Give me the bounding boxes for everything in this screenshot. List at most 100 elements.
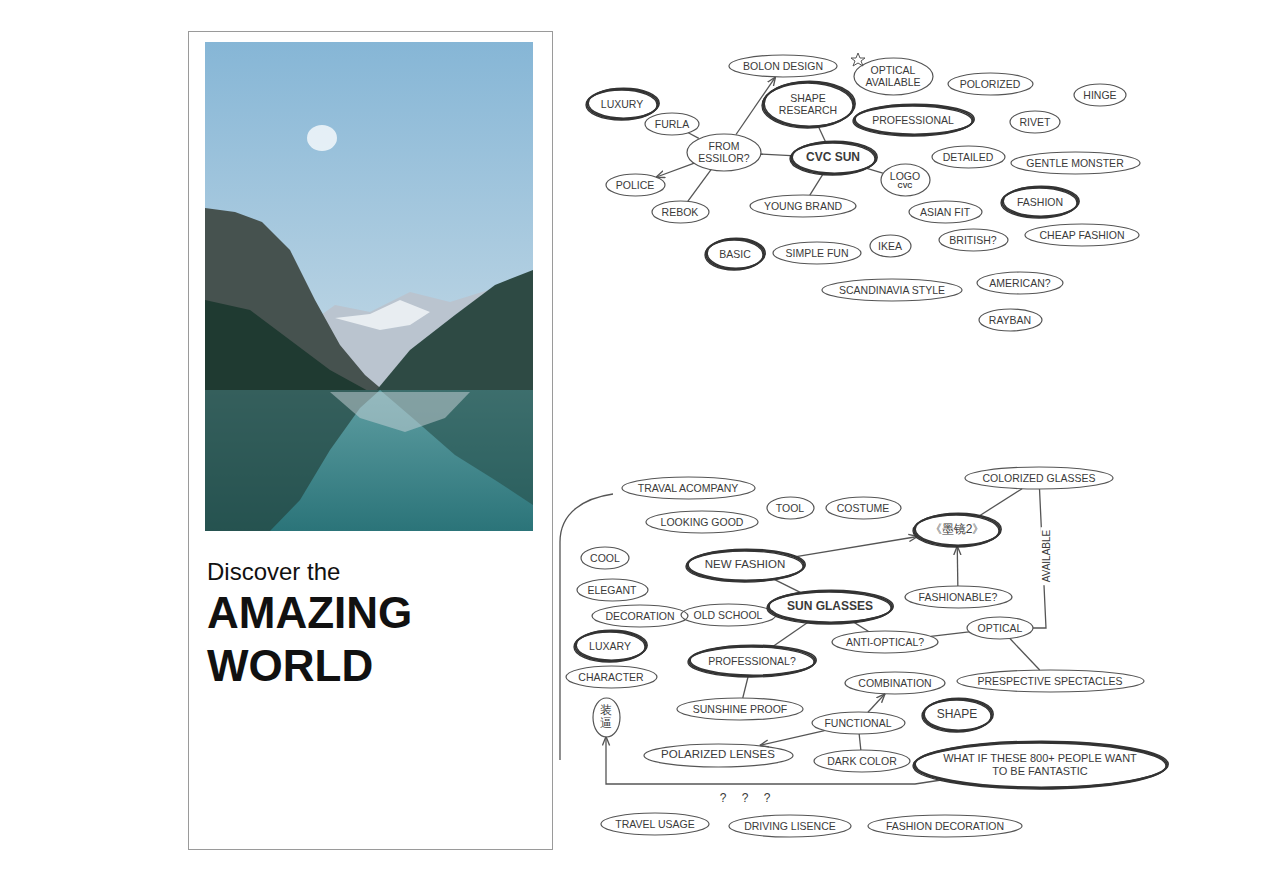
bubble-text: BRITISH?	[949, 234, 996, 246]
bubble-text: LOGO	[890, 170, 920, 182]
bubble-outline-stroke	[687, 134, 761, 171]
mind-map-bubble: ELEGANT	[574, 576, 651, 604]
connector	[606, 737, 943, 785]
bubble-text: RIVET	[1020, 116, 1051, 128]
connector	[868, 694, 885, 712]
bubble-outline-stroke	[645, 113, 699, 135]
bubble-text: COOL	[590, 552, 620, 564]
bubble-outline-stroke	[977, 272, 1063, 294]
bubble-outline-stroke	[909, 201, 982, 223]
poster-heading: Discover the	[207, 556, 552, 587]
bubble-outline-stroke	[577, 579, 648, 601]
bubble-text: BASIC	[719, 248, 751, 260]
bubble-outline-stroke	[913, 515, 999, 547]
bubble-outline-stroke	[922, 700, 991, 732]
bubble-text: PROFESSIONAL	[872, 114, 954, 126]
bubble-text: POLARIZED LENSES	[661, 748, 775, 761]
mind-map-bubble: IKEA	[867, 232, 914, 260]
bubble-outline-stroke	[854, 58, 933, 95]
connector	[818, 126, 826, 142]
mind-map-bubble: CHARACTER	[563, 663, 660, 691]
bubble-text: GENTLE MONSTER	[1026, 157, 1123, 169]
mind-map-bubble: WHAT IF THESE 800+ PEOPLE WANT TO BE FAN…	[911, 739, 1170, 791]
bubble-text: DECORATION	[605, 610, 674, 622]
bubble-outline-stroke	[1025, 224, 1139, 246]
bubble-text: CVC SUN	[806, 151, 860, 165]
bubble-text: FASHION DECORATION	[886, 820, 1004, 832]
connector	[795, 536, 918, 556]
mind-map-bubble: POLORIZED	[945, 70, 1036, 98]
forest	[205, 300, 370, 392]
mind-map-bubble: COMBINATION	[842, 669, 948, 697]
bubble-outline-stroke	[686, 551, 803, 582]
mind-map-bubble: TRAVEL USAGE	[598, 810, 712, 838]
connector	[761, 154, 791, 156]
mind-map-bubble: YOUNG BRAND	[747, 192, 859, 220]
bubble-outline-stroke	[915, 513, 1001, 545]
mind-map-bubble: ASIAN FIT	[906, 198, 985, 226]
mind-map-bubble: LOOKING GOOD	[643, 508, 761, 536]
bubble-text: POLORIZED	[960, 78, 1021, 90]
bubble-outline-stroke	[965, 467, 1113, 489]
bubble-outline-stroke	[769, 590, 893, 622]
bubble-outline-stroke	[767, 592, 891, 624]
bubble-outline-stroke	[606, 174, 665, 196]
bubble-outline-stroke	[646, 511, 758, 533]
bubble-outline-stroke	[826, 497, 901, 519]
bubble-outline-stroke	[932, 146, 1005, 168]
bubble-outline-stroke	[729, 815, 851, 837]
bubble-text: YOUNG BRAND	[764, 200, 842, 212]
bubble-outline-stroke	[979, 309, 1042, 331]
bubble-text: WHAT IF THESE 800+ PEOPLE WANT TO BE FAN…	[940, 752, 1140, 777]
mind-map-bubble: SUN GLASSES	[765, 588, 895, 626]
bubble-outline-stroke	[677, 698, 803, 720]
bubble-text: SIMPLE FUN	[785, 247, 848, 259]
mind-map-bubble: BRITISH?	[936, 226, 1011, 254]
mind-map-bubble: PRESPECTIVE SPECTACLES	[954, 667, 1147, 695]
mind-map-bubble: 《墨镜2》	[911, 511, 1003, 549]
mind-map-bubble: SHAPE RESEARCH	[760, 79, 857, 130]
mind-map-bubble: DRIVING LISENCE	[726, 812, 854, 840]
mind-map-bubble: SUNSHINE PROOF	[674, 695, 806, 723]
bubble-text: COLORIZED GLASSES	[982, 472, 1095, 484]
left-mountain	[205, 208, 385, 392]
bubble-text: ASIAN FIT	[920, 206, 970, 218]
mind-map-bubble: SCANDINAVIA STYLE	[819, 276, 965, 304]
bubble-text: POLICE	[616, 179, 655, 191]
bubble-text: OPTICAL	[978, 622, 1023, 634]
bubble-outline-stroke	[790, 143, 875, 175]
bubble-text: SCANDINAVIA STYLE	[839, 284, 945, 296]
connector	[810, 174, 823, 196]
connector	[1010, 638, 1040, 670]
bubble-text: FURLA	[655, 118, 689, 130]
connector	[688, 169, 712, 201]
bubble-outline-stroke	[574, 632, 645, 662]
question-marks: ? ? ?	[717, 791, 774, 805]
mind-map-bubble: POLICE	[603, 171, 668, 199]
bubble-text: PROFESSIONAL?	[708, 655, 796, 667]
bubble-outline-stroke	[705, 240, 763, 270]
bubble-outline-stroke	[1010, 111, 1060, 133]
bubble-text: SUNSHINE PROOF	[693, 703, 788, 715]
mind-map-bubble: DECORATION	[589, 602, 691, 630]
connector	[760, 731, 825, 746]
bubble-outline-stroke	[688, 549, 805, 580]
connector	[853, 622, 868, 632]
bubble-outline-stroke	[622, 477, 755, 499]
bubble-text: IKEA	[878, 240, 902, 252]
bubble-text: 装逼	[600, 704, 612, 730]
bubble-text: CVC	[898, 182, 913, 190]
bubble-text: TRAVAL ACOMPANY	[638, 482, 739, 494]
bubble-outline-stroke	[601, 813, 709, 835]
bubble-text: COMBINATION	[858, 677, 931, 689]
bubble-outline-stroke	[1003, 186, 1079, 216]
bubble-text: LUXARY	[589, 640, 631, 652]
bubble-text: DETAILED	[943, 151, 994, 163]
bubble-outline-stroke	[652, 201, 709, 223]
poster-heading: AMAZING WORLD	[207, 587, 537, 693]
mind-map-bubble: SIMPLE FUN	[770, 239, 864, 267]
bubble-text: TRAVEL USAGE	[615, 818, 694, 830]
bubble-text: TOOL	[776, 502, 804, 514]
bubble-text: AMERICAN?	[989, 277, 1050, 289]
